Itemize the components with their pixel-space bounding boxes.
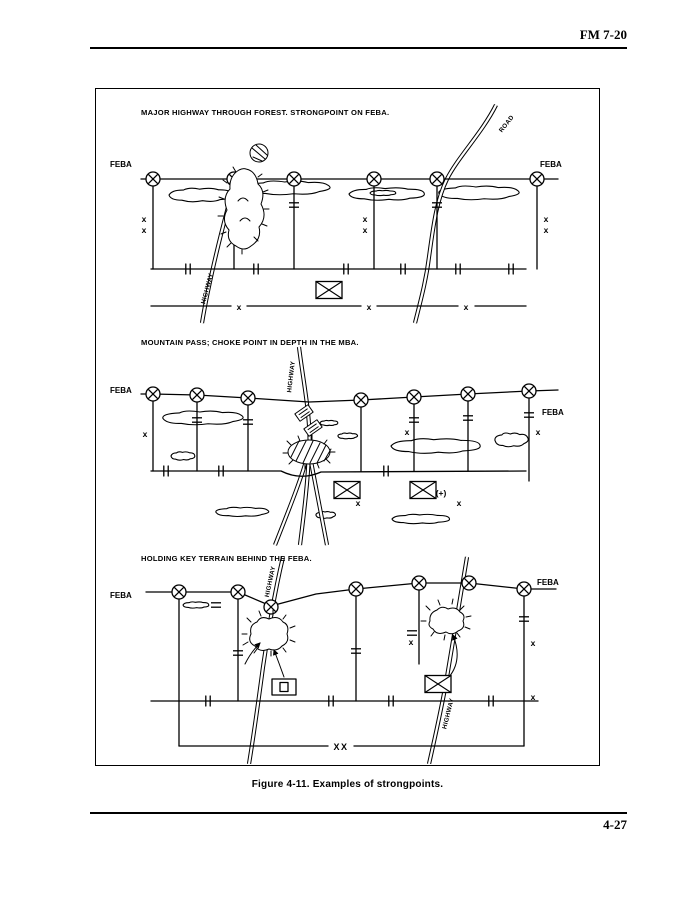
feba-label-right: FEBA bbox=[540, 160, 562, 169]
boundary-x-mark: x bbox=[544, 214, 549, 224]
strongpoint-symbol bbox=[282, 434, 336, 470]
forest-blobs bbox=[169, 181, 519, 202]
feba-label-right: FEBA bbox=[537, 578, 559, 587]
boundary-x-mark: x bbox=[409, 637, 414, 647]
mech-unit-symbol bbox=[271, 678, 297, 696]
feba-label-left: FEBA bbox=[110, 591, 132, 600]
boundary-x-mark: x bbox=[536, 427, 541, 437]
feba-label-left: FEBA bbox=[110, 386, 132, 395]
boundary-x-mark: x bbox=[531, 638, 536, 648]
strongpoint-symbol-left bbox=[241, 609, 296, 657]
diagram-mountain-pass: MOUNTAIN PASS; CHOKE POINT IN DEPTH IN T… bbox=[110, 338, 564, 546]
boundary-x-mark: x bbox=[367, 302, 372, 312]
infantry-unit-symbol bbox=[424, 674, 452, 694]
diagram-key-terrain: HOLDING KEY TERRAIN BEHIND THE FEBA. FEB… bbox=[110, 554, 559, 764]
diagram-highway-forest: MAJOR HIGHWAY THROUGH FOREST. STRONGPOIN… bbox=[110, 104, 562, 324]
boundary-x-mark: x bbox=[142, 214, 147, 224]
boundary-x-mark: x bbox=[544, 225, 549, 235]
highway-right bbox=[426, 556, 470, 764]
boundary-x-mark: x bbox=[405, 427, 410, 437]
footer-rule bbox=[90, 812, 627, 814]
strongpoint-diagrams: MAJOR HIGHWAY THROUGH FOREST. STRONGPOIN… bbox=[110, 104, 564, 764]
brigade-rear-boundary bbox=[150, 695, 539, 707]
highway-label: HIGHWAY bbox=[200, 272, 215, 305]
diagram1-title: MAJOR HIGHWAY THROUGH FOREST. STRONGPOIN… bbox=[141, 108, 389, 117]
terrain-blob bbox=[183, 602, 209, 608]
feba-symbols bbox=[145, 383, 537, 408]
feba-line bbox=[140, 389, 559, 482]
feba-symbols bbox=[171, 575, 532, 615]
boundary-x-mark: x bbox=[142, 225, 147, 235]
figure-caption: Figure 4-11. Examples of strongpoints. bbox=[251, 779, 444, 790]
infantry-unit-symbol bbox=[315, 280, 343, 300]
feba-label-left: FEBA bbox=[110, 160, 132, 169]
feba-label-right: FEBA bbox=[542, 408, 564, 417]
figure-box: MAJOR HIGHWAY THROUGH FOREST. STRONGPOIN… bbox=[95, 88, 600, 766]
road-block-symbols bbox=[294, 404, 323, 437]
plus-mark: (+) bbox=[436, 488, 447, 498]
road-label: ROAD bbox=[498, 114, 516, 134]
boundary-x-mark: x bbox=[457, 498, 462, 508]
boundary-x-mark: x bbox=[143, 429, 148, 439]
infantry-unit-symbol bbox=[409, 480, 437, 500]
manual-reference: FM 7-20 bbox=[579, 27, 627, 42]
boundary-x-mark: x bbox=[356, 498, 361, 508]
division-boundary-xx-mark: XX bbox=[333, 742, 348, 752]
road bbox=[412, 104, 498, 324]
infantry-unit-symbol bbox=[333, 480, 361, 500]
battalion-rear-boundary bbox=[150, 263, 527, 307]
diagram2-title: MOUNTAIN PASS; CHOKE POINT IN DEPTH IN T… bbox=[141, 338, 359, 347]
rear-boundary bbox=[150, 465, 527, 477]
boundary-x-mark: x bbox=[363, 214, 368, 224]
strongpoint-symbol bbox=[217, 143, 270, 255]
counterattack-arrows bbox=[244, 634, 458, 678]
boundary-x-mark: x bbox=[237, 302, 242, 312]
highway-left bbox=[246, 556, 286, 764]
page-number: 4-27 bbox=[603, 817, 627, 832]
boundary-x-mark: x bbox=[363, 225, 368, 235]
boundary-x-mark: x bbox=[531, 692, 536, 702]
strongpoint-symbol-right bbox=[420, 598, 472, 641]
diagram3-title: HOLDING KEY TERRAIN BEHIND THE FEBA. bbox=[141, 554, 312, 563]
terrain-blobs bbox=[163, 411, 528, 524]
feba-line bbox=[145, 582, 557, 747]
highway-label: HIGHWAY bbox=[286, 360, 297, 393]
boundary-x-mark: x bbox=[464, 302, 469, 312]
header-rule bbox=[90, 47, 627, 49]
